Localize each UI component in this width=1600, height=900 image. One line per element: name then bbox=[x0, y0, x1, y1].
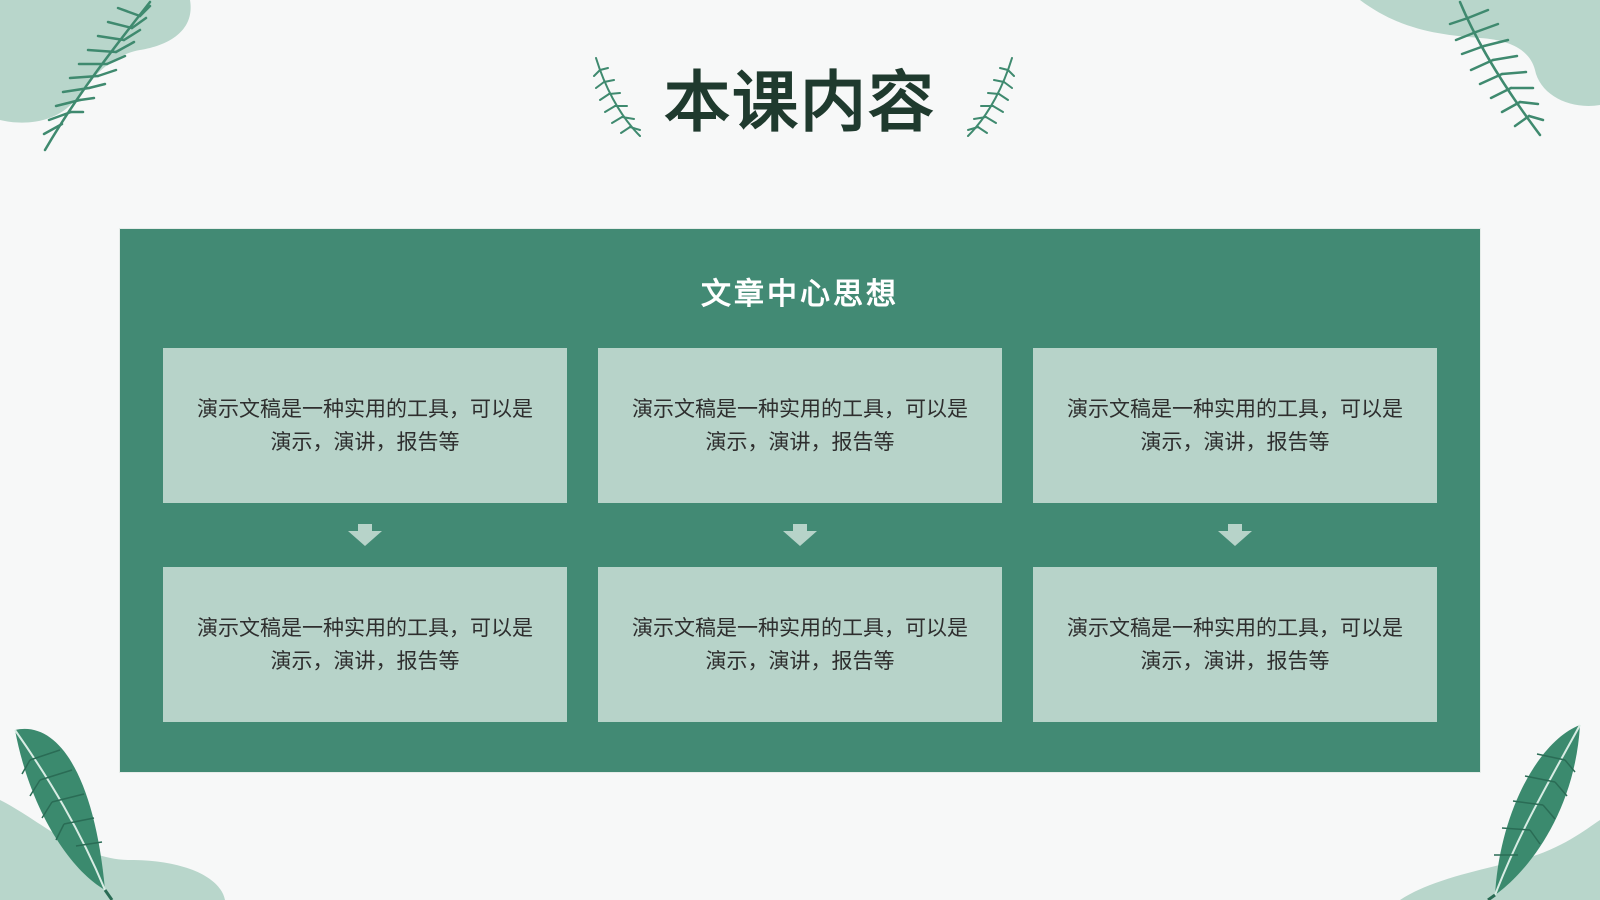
corner-bottom-left-banana-leaf-icon bbox=[0, 728, 225, 900]
content-card: 演示文稿是一种实用的工具，可以是演示，演讲，报告等 bbox=[1033, 348, 1437, 503]
content-card: 演示文稿是一种实用的工具，可以是演示，演讲，报告等 bbox=[163, 348, 567, 503]
corner-bottom-right-banana-leaf-icon bbox=[1400, 724, 1600, 900]
card-text: 演示文稿是一种实用的工具，可以是演示，演讲，报告等 bbox=[197, 615, 533, 673]
card-text: 演示文稿是一种实用的工具，可以是演示，演讲，报告等 bbox=[1067, 615, 1403, 673]
arrow-down-icon bbox=[1218, 524, 1252, 546]
content-card: 演示文稿是一种实用的工具，可以是演示，演讲，报告等 bbox=[1033, 567, 1437, 722]
arrow-down-icon bbox=[783, 524, 817, 546]
card-text: 演示文稿是一种实用的工具，可以是演示，演讲，报告等 bbox=[632, 615, 968, 673]
arrow-down-icon bbox=[348, 524, 382, 546]
card-text: 演示文稿是一种实用的工具，可以是演示，演讲，报告等 bbox=[197, 396, 533, 454]
content-card: 演示文稿是一种实用的工具，可以是演示，演讲，报告等 bbox=[598, 567, 1002, 722]
page-title: 本课内容 bbox=[664, 64, 936, 141]
card-text: 演示文稿是一种实用的工具，可以是演示，演讲，报告等 bbox=[1067, 396, 1403, 454]
title-area: 本课内容 bbox=[0, 50, 1600, 160]
title-left-fern-sprig-icon bbox=[593, 57, 641, 137]
content-card: 演示文稿是一种实用的工具，可以是演示，演讲，报告等 bbox=[163, 567, 567, 722]
content-panel: 文章中心思想 演示文稿是一种实用的工具，可以是演示，演讲，报告等 演示文稿是一种… bbox=[120, 229, 1480, 772]
card-text: 演示文稿是一种实用的工具，可以是演示，演讲，报告等 bbox=[632, 396, 968, 454]
corner-top-left-palm-leaf-icon bbox=[0, 0, 191, 152]
content-card: 演示文稿是一种实用的工具，可以是演示，演讲，报告等 bbox=[598, 348, 1002, 503]
panel-title: 文章中心思想 bbox=[701, 277, 899, 312]
title-right-fern-sprig-icon bbox=[967, 57, 1015, 137]
corner-top-right-palm-leaf-icon bbox=[1360, 0, 1600, 137]
